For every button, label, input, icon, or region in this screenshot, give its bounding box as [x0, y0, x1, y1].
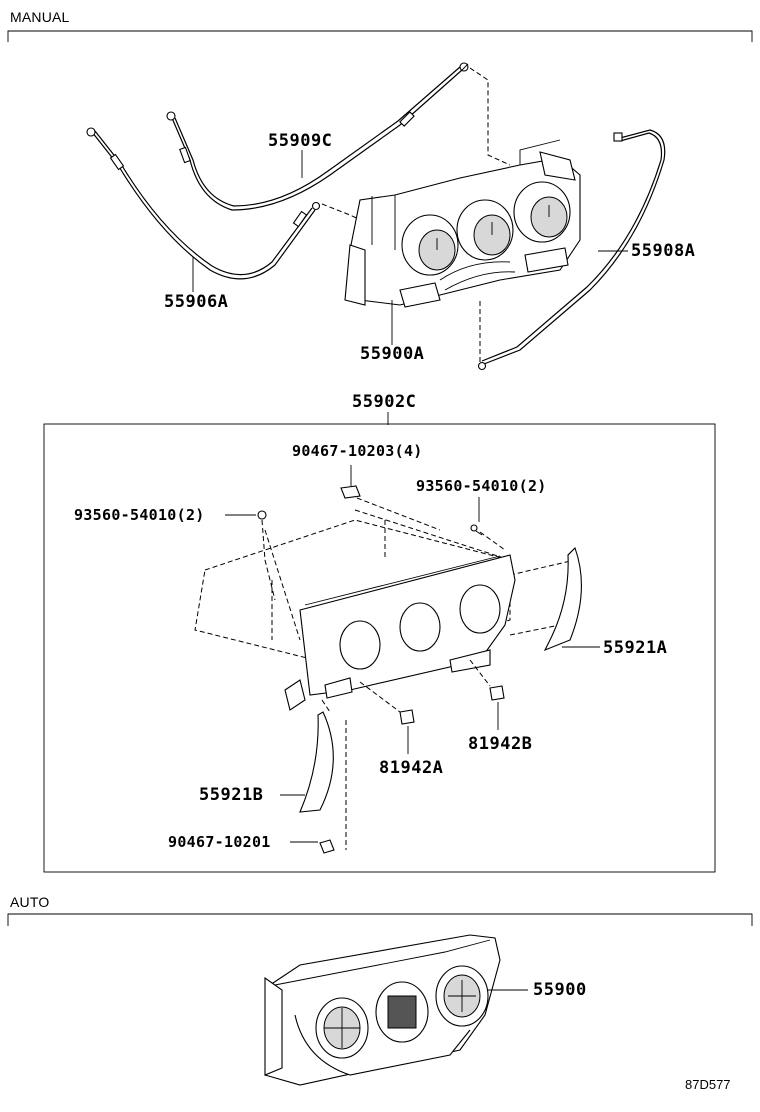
clip-90467-10201-icon	[290, 839, 335, 854]
cable-55908a-icon	[477, 129, 666, 371]
screw-93560-54010-left-icon	[225, 510, 276, 601]
pad-81942b-icon	[469, 659, 505, 730]
part-label-93560-54010-right: 93560-54010(2)	[416, 477, 547, 495]
auto-control-panel-55900-icon	[264, 934, 528, 1086]
part-label-55921a: 55921A	[603, 638, 668, 658]
auto-section-bracket	[7, 913, 753, 926]
part-label-93560-54010-left: 93560-54010(2)	[74, 506, 205, 524]
section-label-manual: MANUAL	[10, 9, 70, 25]
clip-90467-10203-icon	[340, 465, 441, 531]
part-label-55909c: 55909C	[268, 131, 333, 151]
screw-93560-54010-right-icon	[470, 497, 506, 551]
section-label-auto: AUTO	[10, 894, 50, 910]
part-label-55921b: 55921B	[199, 785, 264, 805]
bezel-group-box	[43, 423, 716, 873]
part-label-55906a: 55906A	[164, 292, 229, 312]
part-label-90467-10201: 90467-10201	[168, 833, 271, 851]
cable-55906a-icon	[86, 127, 321, 280]
pad-81942a-icon	[359, 681, 415, 754]
part-label-55902c: 55902C	[352, 392, 417, 412]
figure-code: 87D577	[685, 1077, 731, 1092]
part-label-90467-10203: 90467-10203(4)	[292, 442, 423, 460]
part-label-55900a: 55900A	[360, 344, 425, 364]
manual-section-bracket	[7, 30, 753, 42]
cable-55909c-icon	[166, 62, 469, 211]
bezel-55902c-icon	[194, 509, 576, 711]
heater-control-unit-55900a-icon	[344, 139, 581, 308]
side-trim-55921b-icon	[280, 699, 347, 850]
part-label-81942b: 81942B	[468, 734, 533, 754]
part-label-55908a: 55908A	[631, 241, 696, 261]
part-label-55900: 55900	[533, 980, 587, 1000]
side-trim-55921a-icon	[543, 546, 600, 652]
part-label-81942a: 81942A	[379, 758, 444, 778]
